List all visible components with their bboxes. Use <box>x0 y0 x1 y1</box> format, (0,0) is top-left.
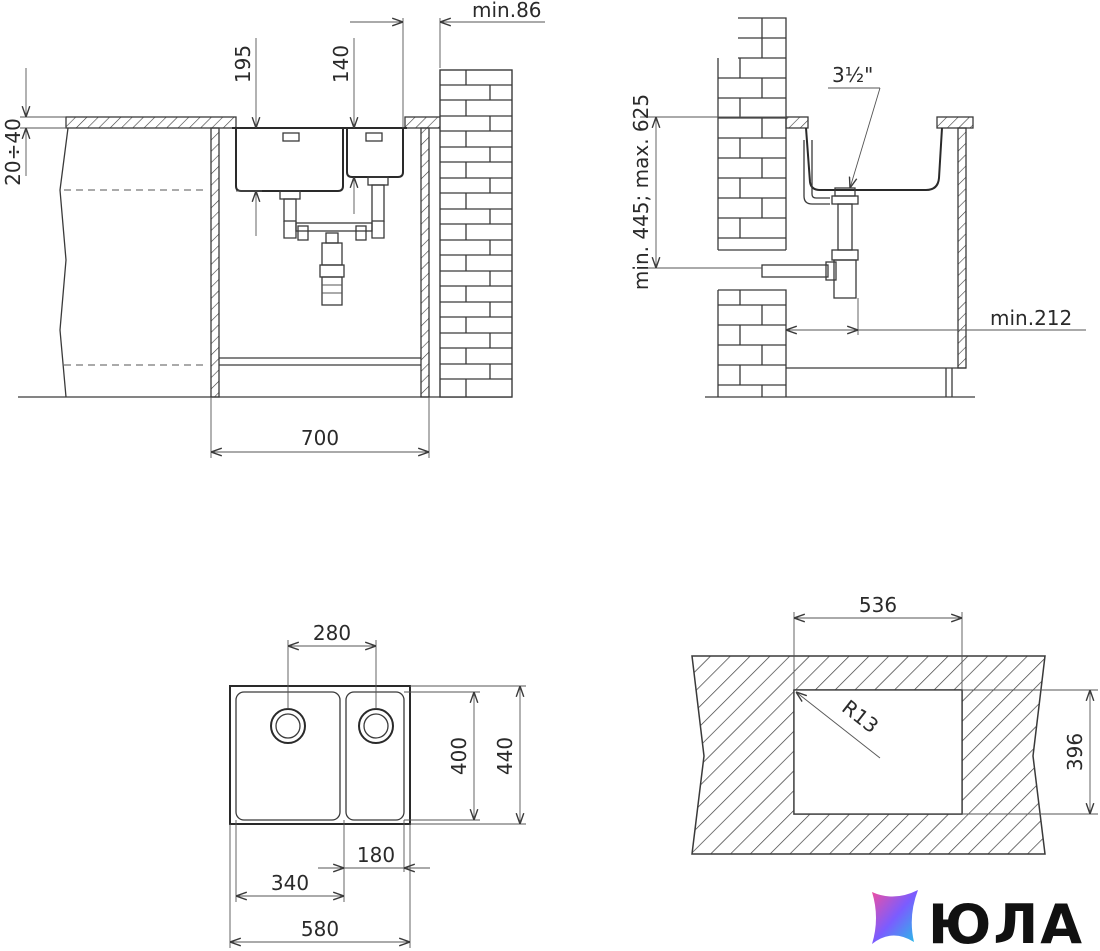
front-view: 20÷40 195 140 min.86 700 <box>1 0 545 458</box>
logo-text: ЮЛА <box>928 893 1084 951</box>
dim-cutout-depth-396: 396 <box>1063 733 1087 771</box>
dim-bowl-depth-195: 195 <box>231 45 255 83</box>
dim-height-range: min. 445; max. 625 <box>629 94 653 290</box>
dim-drain-size: 3½" <box>832 63 873 87</box>
dim-cutout-width-536: 536 <box>859 593 897 617</box>
dim-overall-length-440: 440 <box>493 737 517 775</box>
logo-mark-icon <box>872 890 918 944</box>
dim-small-bowl-180: 180 <box>357 843 395 867</box>
dim-min212: min.212 <box>990 306 1072 330</box>
dim-bowl-depth-140: 140 <box>329 45 353 83</box>
cutout-view: 536 396 R13 <box>691 593 1098 855</box>
top-view: 280 400 440 180 340 580 <box>229 621 526 948</box>
logo: ЮЛА <box>872 890 1084 951</box>
dim-large-bowl-340: 340 <box>271 871 309 895</box>
brick-wall-front <box>439 69 513 398</box>
dim-cabinet-width-700: 700 <box>301 426 339 450</box>
side-view: min. 445; max. 625 3½" min.212 <box>629 17 1086 398</box>
dim-worktop-thickness: 20÷40 <box>1 118 25 186</box>
dim-min86: min.86 <box>472 0 542 22</box>
dim-bowl-length-400: 400 <box>447 737 471 775</box>
dim-overall-width-580: 580 <box>301 917 339 941</box>
brick-wall-side <box>717 17 787 397</box>
dim-drain-spacing-280: 280 <box>313 621 351 645</box>
